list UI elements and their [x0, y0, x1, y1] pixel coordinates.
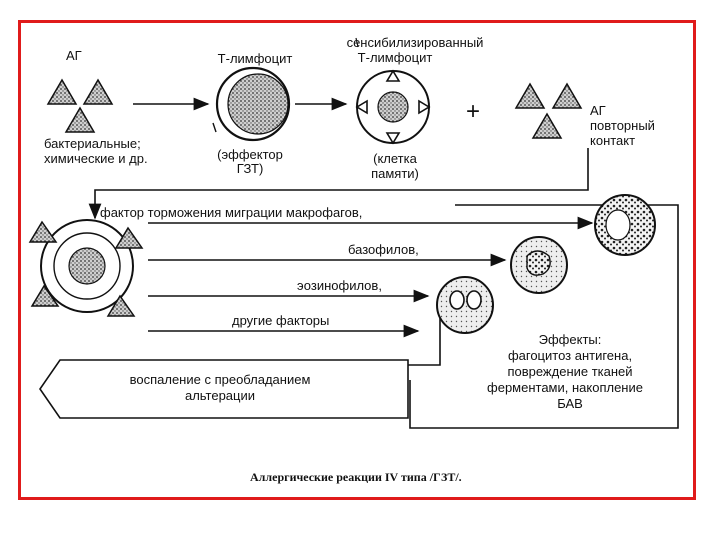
label-sensitized-2: Т-лимфоцит — [357, 50, 433, 65]
label-ag-top: АГ — [66, 48, 82, 63]
antigen-triangle — [30, 284, 60, 307]
label-ag-repeat-1: АГ — [590, 103, 606, 118]
label-ag-repeat-2: повторный — [590, 118, 655, 133]
label-bacterial: бактериальные; — [44, 136, 141, 151]
basophil-cell — [510, 236, 568, 294]
antigen-triangle — [551, 82, 583, 109]
antigen-triangle — [46, 78, 78, 105]
antigen-triangle — [28, 220, 58, 243]
label-memory-1: (клетка — [373, 151, 417, 166]
label-effects-3: повреждение тканей — [507, 364, 633, 379]
label-inflammation-2: альтерации — [184, 388, 256, 403]
label-ag-repeat-3: контакт — [590, 133, 636, 148]
sensitized-t-lymphocyte — [355, 69, 431, 145]
arrow-repeat-contact — [88, 148, 589, 220]
label-inflammation-1: воспаление с преобладанием — [129, 372, 311, 387]
inflammation-arrow-box — [39, 359, 409, 419]
t-lymphocyte-cell — [215, 66, 291, 142]
label-effector-1: (эффектор — [217, 147, 283, 162]
label-t-lymphocyte: Т-лимфоцит — [217, 51, 293, 66]
antigen-triangle — [531, 112, 563, 139]
antigen-triangle — [82, 78, 114, 105]
antigen-group-left — [46, 78, 114, 133]
antigen-triangle — [514, 82, 546, 109]
sensitized-cell-with-antigens — [28, 219, 144, 317]
antigen-triangle — [106, 294, 136, 317]
label-eosinophils: эозинофилов, — [297, 278, 382, 293]
label-effector-2: ГЗТ) — [236, 161, 264, 176]
eosinophil-cell — [436, 276, 494, 334]
antigen-group-right — [514, 82, 583, 139]
scan-mark — [355, 37, 359, 48]
label-chemical: химические и др. — [44, 151, 148, 166]
antigen-triangle — [64, 106, 96, 133]
slide-frame — [18, 20, 696, 500]
label-basophils: базофилов, — [348, 242, 419, 257]
label-factor-migration: фактор торможения миграции макрофагов, — [100, 205, 363, 220]
effects-to-inflammation — [408, 315, 441, 366]
label-memory-2: памяти) — [371, 166, 419, 181]
figure-caption: Аллергические реакции IV типа /ГЗТ/. — [250, 470, 462, 484]
antigen-triangle — [114, 226, 144, 249]
label-effects-1: Эффекты: — [538, 332, 602, 347]
plus-sign: + — [466, 98, 481, 125]
macrophage-cell — [594, 194, 656, 256]
label-effects-2: фагоцитоз антигена, — [507, 348, 633, 363]
label-sensitized-1: сенсибилизированный — [346, 35, 484, 50]
scan-mark — [212, 122, 217, 133]
label-other-factors: другие факторы — [232, 313, 330, 328]
label-effects-5: БАВ — [557, 396, 583, 411]
label-effects-4: ферментами, накопление — [487, 380, 643, 395]
